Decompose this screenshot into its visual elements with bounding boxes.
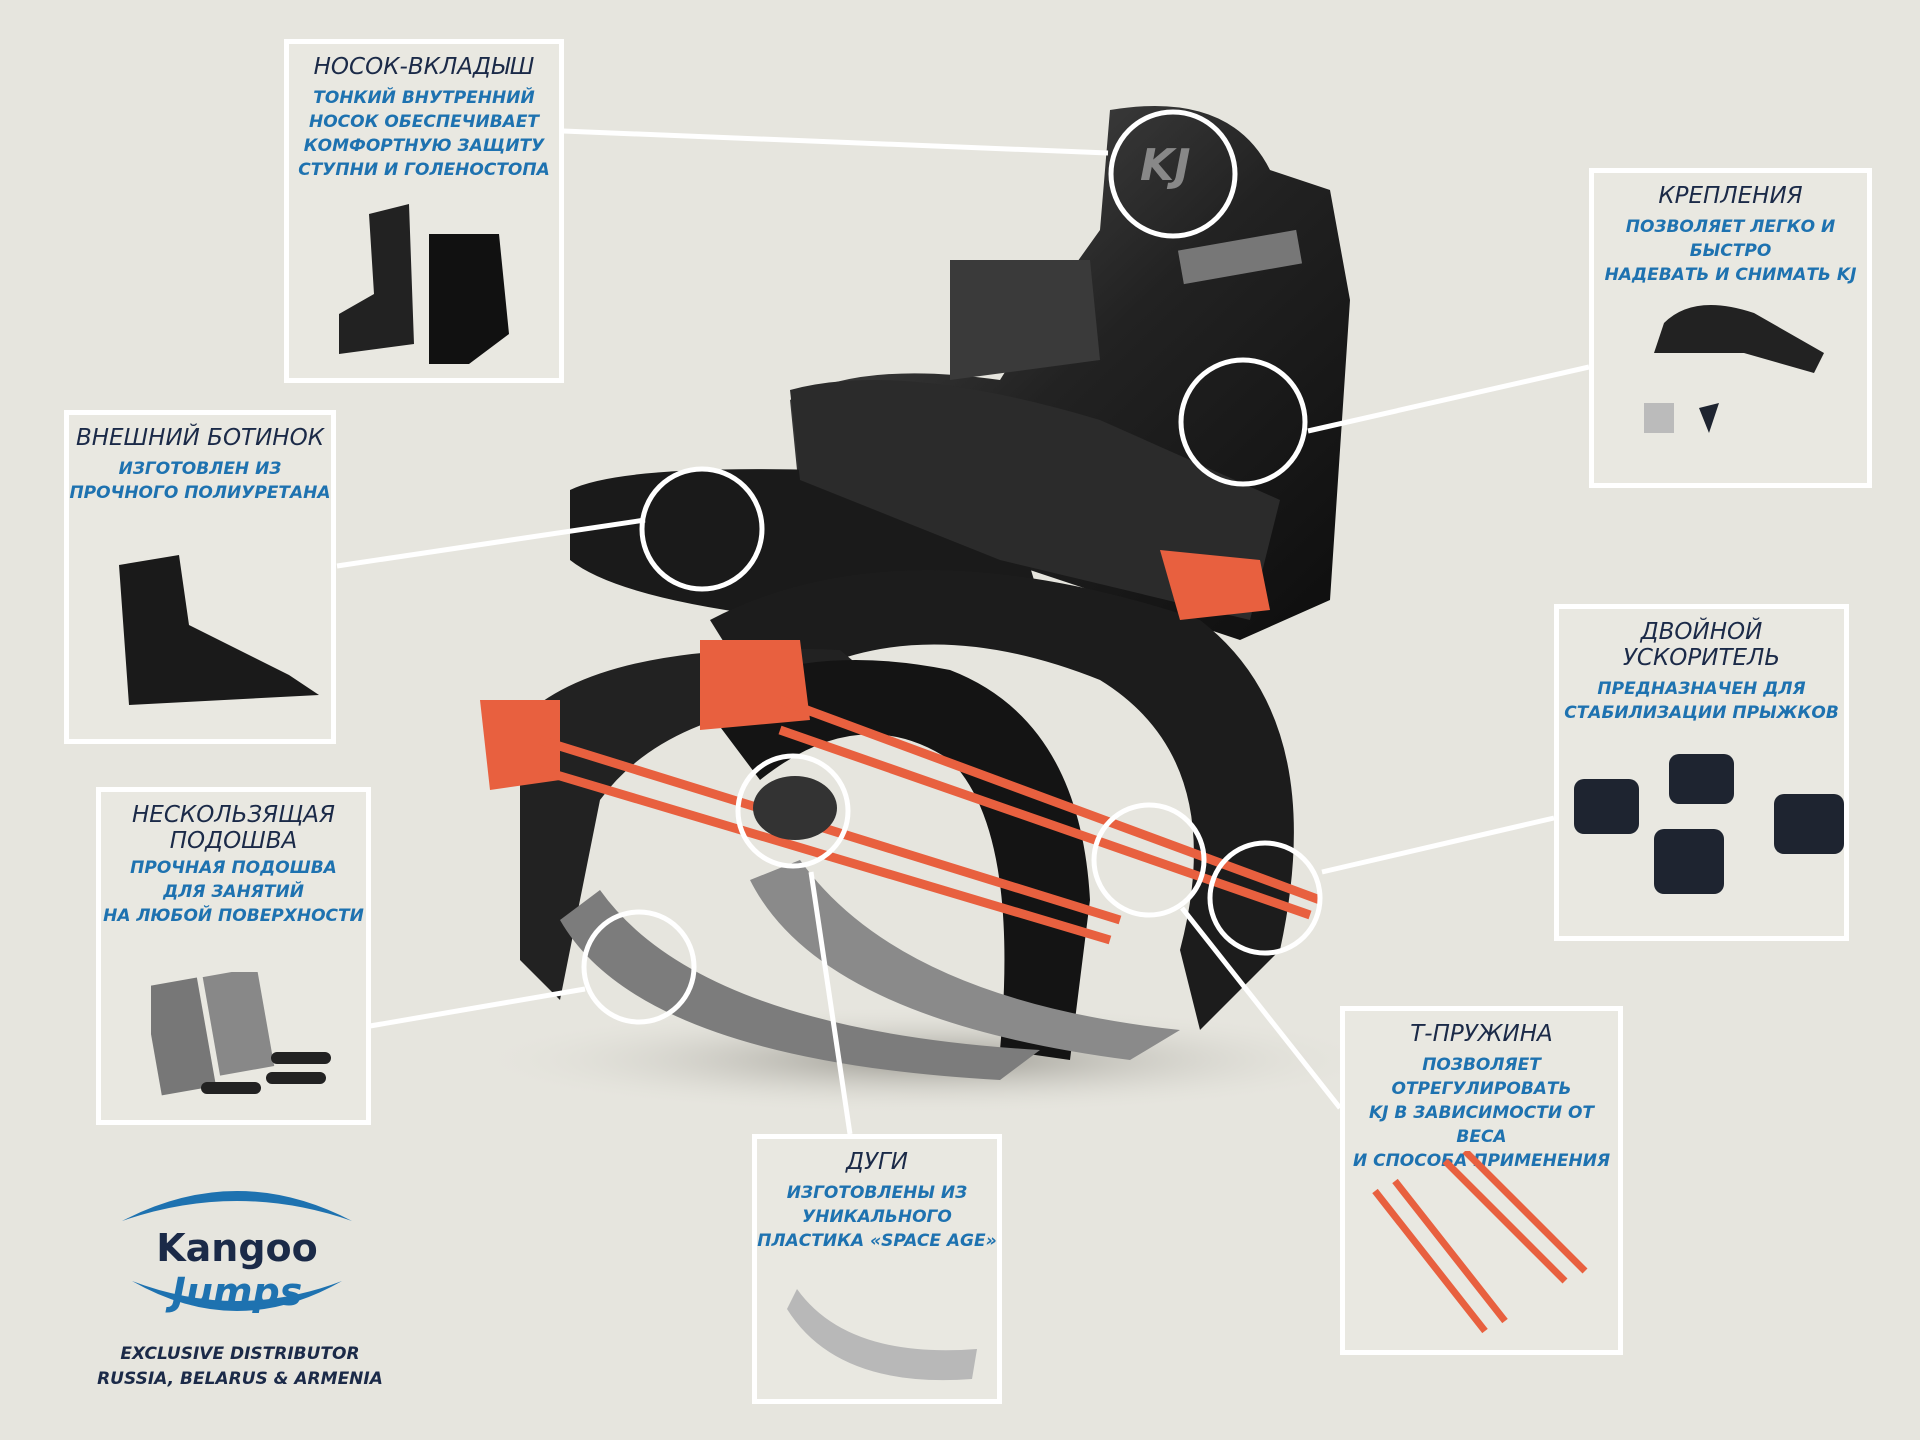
rubber-sole-right [750, 860, 1180, 1060]
callout-description: ПОЗВОЛЯЕТ ЛЕГКО И БЫСТРО НАДЕВАТЬ И СНИМ… [1594, 215, 1867, 287]
boot-sole-plate [790, 380, 1280, 620]
logo-word-kangoo: Kangoo [156, 1226, 318, 1270]
desc-line: КОМФОРТНУЮ ЗАЩИТУ [303, 136, 545, 156]
desc-line: НОСОК ОБЕСПЕЧИВАЕТ [308, 112, 540, 132]
kangoo-jumps-logo: Kangoo Jumps [92, 1181, 382, 1321]
desc-line: И СПОСОБА ПРИМЕНЕНИЯ [1352, 1151, 1611, 1171]
desc-line: ТОНКИЙ ВНУТРЕННИЙ [313, 88, 535, 108]
callout-title: НОСОК-ВКЛАДЫШ [313, 54, 535, 80]
desc-line: СТУПНИ И ГОЛЕНОСТОПА [298, 160, 550, 180]
callout-sock-liner: НОСОК-ВКЛАДЫШ ТОНКИЙ ВНУТРЕННИЙ НОСОК ОБ… [284, 39, 564, 383]
desc-line: ИЗГОТОВЛЕНЫ ИЗ [786, 1183, 968, 1203]
logo-swoosh [122, 1191, 352, 1311]
callout-title: ДУГИ [845, 1149, 908, 1175]
orange-block [480, 700, 560, 790]
desc-line: ПРОЧНОГО ПОЛИУРЕТАНА [69, 483, 331, 503]
callout-double-booster: ДВОЙНОЙ УСКОРИТЕЛЬ ПРЕДНАЗНАЧЕН ДЛЯ СТАБ… [1554, 604, 1849, 941]
shell-arc-front [520, 648, 900, 1000]
sole-image [151, 972, 331, 1096]
callout-t-spring: Т-ПРУЖИНА ПОЗВОЛЯЕТ ОТРЕГУЛИРОВАТЬ KJ В … [1340, 1006, 1623, 1355]
desc-line: УНИКАЛЬНОГО [802, 1207, 952, 1227]
callout-description: ПРЕДНАЗНАЧЕН ДЛЯ СТАБИЛИЗАЦИИ ПРЫЖКОВ [1559, 677, 1844, 725]
title-line: ПОДОШВА [169, 828, 298, 854]
desc-line: НА ЛЮБОЙ ПОВЕРХНОСТИ [103, 906, 364, 926]
desc-line: KJ В ЗАВИСИМОСТИ ОТ ВЕСА [1368, 1103, 1595, 1147]
shell-arc-rear [710, 570, 1294, 1030]
callout-title: ВНЕШНИЙ БОТИНОК [75, 425, 325, 451]
callout-description: ИЗГОТОВЛЕН ИЗ ПРОЧНОГО ПОЛИУРЕТАНА [69, 457, 331, 505]
callout-title: Т-ПРУЖИНА [1410, 1021, 1553, 1047]
callout-description: ПРОЧНАЯ ПОДОШВА ДЛЯ ЗАНЯТИЙ НА ЛЮБОЙ ПОВ… [101, 856, 366, 928]
arc-image [787, 1289, 977, 1381]
desc-line: ПРЕДНАЗНАЧЕН ДЛЯ [1597, 679, 1806, 699]
orange-block [1160, 550, 1270, 620]
kangoo-badge [753, 776, 837, 840]
distributor-line: EXCLUSIVE DISTRIBUTOR [120, 1344, 360, 1364]
callout-description: ТОНКИЙ ВНУТРЕННИЙ НОСОК ОБЕСПЕЧИВАЕТ КОМ… [289, 86, 559, 182]
callout-markers [336, 109, 1590, 1135]
desc-line: ПЛАСТИКА «SPACE AGE» [757, 1231, 997, 1251]
boot-kj-mark: KJ [1140, 140, 1191, 191]
callout-title: НЕСКОЛЬЗЯЩАЯ ПОДОШВА [101, 802, 366, 854]
outer-boot-image [119, 555, 319, 705]
callout-title: КРЕПЛЕНИЯ [1658, 183, 1803, 209]
callout-arcs: ДУГИ ИЗГОТОВЛЕНЫ ИЗ УНИКАЛЬНОГО ПЛАСТИКА… [752, 1134, 1002, 1404]
desc-line: ДЛЯ ЗАНЯТИЙ [163, 882, 304, 902]
desc-line: ПРОЧНАЯ ПОДОШВА [130, 858, 337, 878]
callout-description: ИЗГОТОВЛЕНЫ ИЗ УНИКАЛЬНОГО ПЛАСТИКА «SPA… [757, 1181, 997, 1253]
callout-title: ДВОЙНОЙ УСКОРИТЕЛЬ [1622, 619, 1781, 671]
desc-line: СТАБИЛИЗАЦИИ ПРЫЖКОВ [1564, 703, 1839, 723]
t-spring-image [1372, 1151, 1588, 1334]
callout-bindings: КРЕПЛЕНИЯ ПОЗВОЛЯЕТ ЛЕГКО И БЫСТРО НАДЕВ… [1589, 168, 1872, 488]
double-booster-image [1574, 754, 1844, 894]
callout-description: ПОЗВОЛЯЕТ ОТРЕГУЛИРОВАТЬ KJ В ЗАВИСИМОСТ… [1345, 1053, 1618, 1173]
shell-arc-inner [700, 660, 1090, 1060]
callout-sole: НЕСКОЛЬЗЯЩАЯ ПОДОШВА ПРОЧНАЯ ПОДОШВА ДЛЯ… [96, 787, 371, 1125]
t-spring-rods [538, 695, 1322, 945]
boot-rear [950, 260, 1100, 380]
desc-line: ПОЗВОЛЯЕТ ОТРЕГУЛИРОВАТЬ [1391, 1055, 1572, 1099]
logo-text: Kangoo Jumps [92, 1226, 382, 1314]
rubber-sole-left [560, 890, 1040, 1080]
orange-block [700, 640, 810, 730]
logo-word-jumps: Jumps [171, 1270, 303, 1314]
desc-line: ПОЗВОЛЯЕТ ЛЕГКО И БЫСТРО [1625, 217, 1836, 261]
desc-line: ИЗГОТОВЛЕН ИЗ [118, 459, 282, 479]
title-line: НЕСКОЛЬЗЯЩАЯ [132, 802, 335, 828]
buckle [1177, 229, 1303, 285]
distributor-text: EXCLUSIVE DISTRIBUTOR RUSSIA, BELARUS & … [80, 1342, 400, 1392]
bindings-image [1644, 305, 1824, 433]
desc-line: НАДЕВАТЬ И СНИМАТЬ KJ [1604, 265, 1857, 285]
callout-outer-boot: ВНЕШНИЙ БОТИНОК ИЗГОТОВЛЕН ИЗ ПРОЧНОГО П… [64, 410, 336, 744]
distributor-line: RUSSIA, BELARUS & ARMENIA [97, 1369, 383, 1389]
sock-liner-image [339, 204, 509, 364]
